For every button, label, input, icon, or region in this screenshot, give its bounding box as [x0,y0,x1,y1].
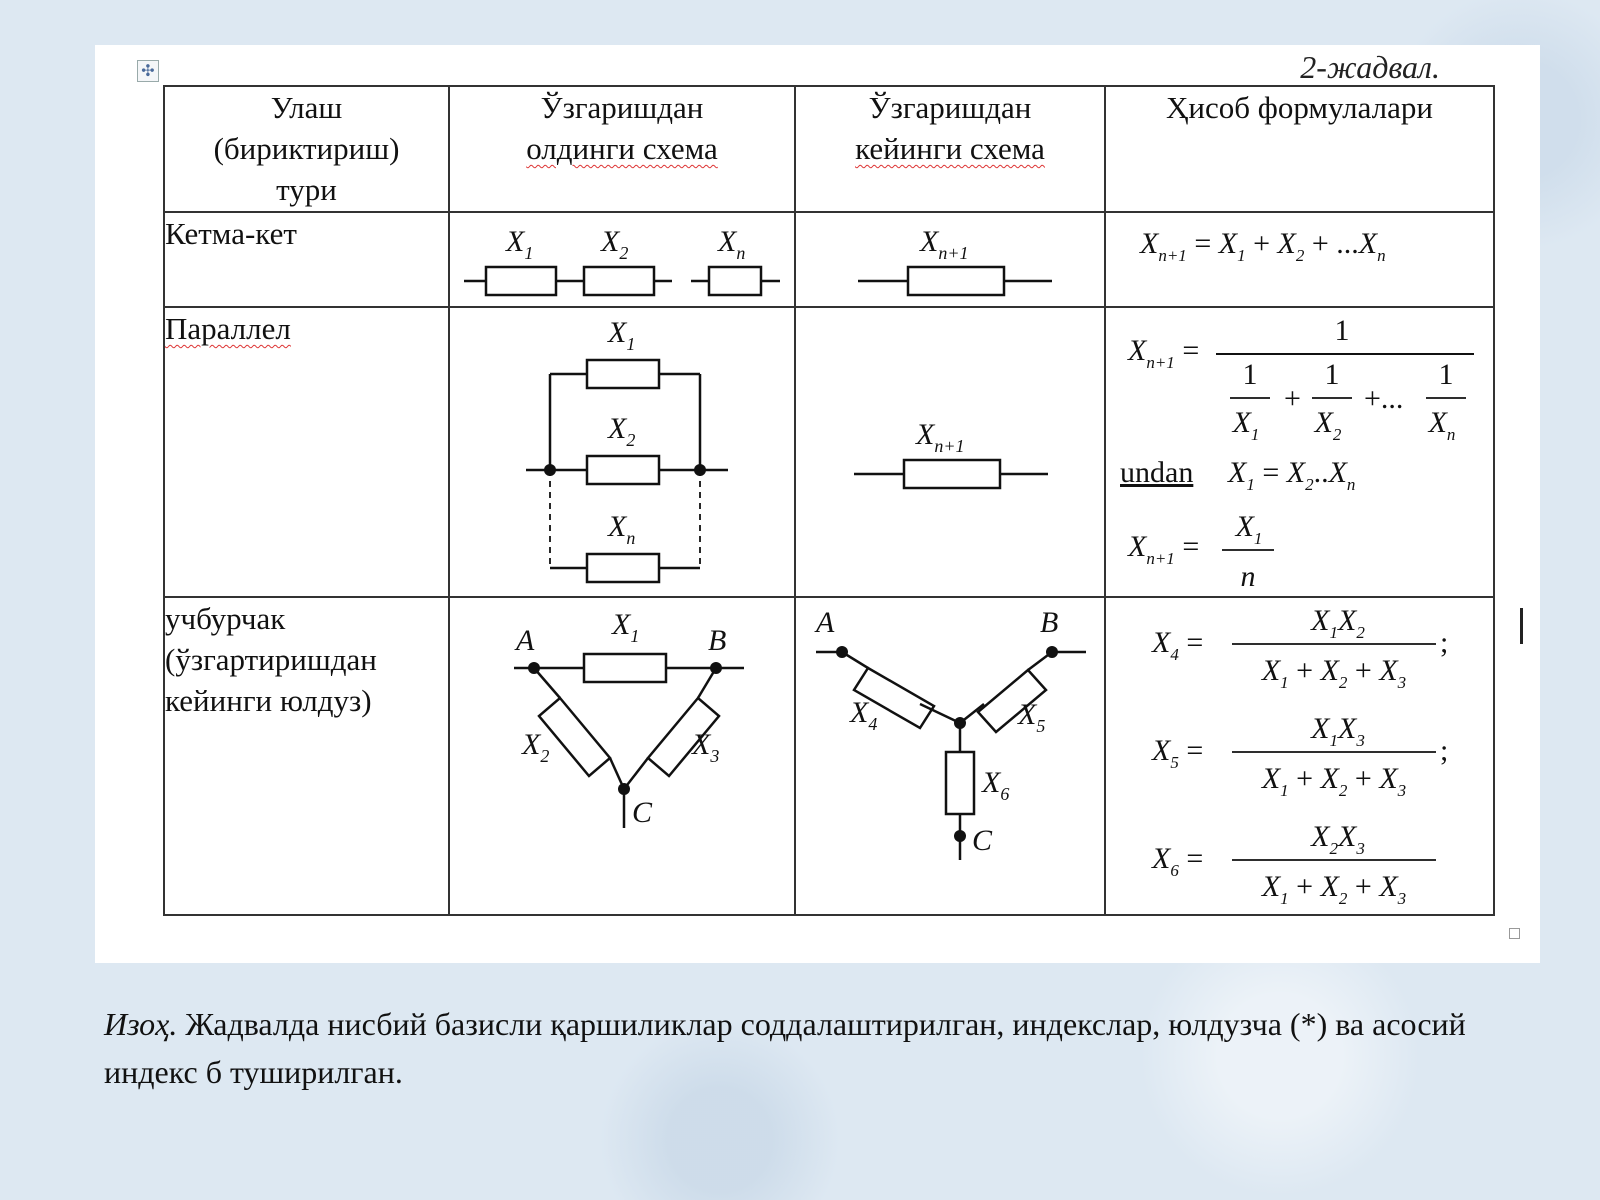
svg-text:X1 = X2..Xn: X1 = X2..Xn [1227,456,1355,494]
row-label-line: Параллел [165,311,291,346]
node-label-c: C [972,824,993,857]
row-label-parallel: Параллел [163,306,450,598]
svg-text:X1 + X2 + X3: X1 + X2 + X3 [1261,870,1406,908]
header-line: Ҳисоб формулалари [1166,90,1433,125]
star-formula-expressions: X4 = X1X2 X1 + X2 + X3 ; X5 = X1X3 X1 + … [1151,604,1448,908]
node-label-b: B [1040,606,1058,639]
parallel-after-diagram: Xn+1 [794,306,1106,598]
header-line: тури [276,172,337,207]
svg-text:X1: X1 [1235,510,1263,548]
svg-text:X2X3: X2X3 [1310,820,1365,858]
header-connection-type: Улаш (бириктириш) тури [163,85,450,213]
header-line: Ўзгаришдан [540,90,704,125]
formula-word-undan: undan [1120,456,1193,489]
table-row: учбурчак (ўзгартиришдан кейинги юлдуз) [163,596,1495,916]
table-move-handle-icon[interactable]: ✣ [137,60,159,82]
row-label-line: Кетма-кет [165,216,297,251]
svg-text:Xn+1 =: Xn+1 = [1127,530,1199,568]
row-label-line: (ўзгартиришдан [165,642,377,677]
svg-text:X1: X1 [505,225,533,263]
svg-text:1: 1 [1243,358,1258,391]
header-line: Ўзгаришдан [868,90,1032,125]
header-line: олдинги схема [526,131,718,166]
header-after-scheme: Ўзгаришдан кейинги схема [794,85,1106,213]
svg-text:X1: X1 [611,608,639,646]
header-line: Улаш [270,90,343,125]
row-label-series: Кетма-кет [163,211,450,308]
table-note: Изоҳ. Жадвалда нисбий базисли қаршиликла… [104,1000,1504,1096]
table-header-row: Улаш (бириктириш) тури Ўзгаришдан олдинг… [163,85,1495,213]
svg-text:X2: X2 [521,728,549,766]
svg-text:X2: X2 [600,225,628,263]
svg-text:+: + [1284,382,1301,415]
parallel-before-diagram: X1 X2 Xn [448,306,796,598]
series-before-diagram: X1 X2 Xn [448,211,796,308]
node-label-c: C [632,796,653,829]
header-before-scheme: Ўзгаришдан олдинги схема [448,85,796,213]
svg-text:Xn+1 =: Xn+1 = [1127,334,1199,372]
note-text: Жадвалда нисбий базисли қаршиликлар содд… [104,1006,1466,1090]
header-formulas: Ҳисоб формулалари [1104,85,1495,213]
svg-text:X4 =: X4 = [1151,626,1203,664]
series-equivalent-diagram: Xn+1 [858,225,1052,297]
node-label-a: A [814,606,835,639]
table-row: Кетма-кет X1 X2 [163,211,1495,308]
svg-text:Xn: Xn [717,225,745,263]
triangle-formulas: X4 = X1X2 X1 + X2 + X3 ; X5 = X1X3 X1 + … [1104,596,1495,916]
parallel-circuit-diagram: X1 X2 Xn [526,316,728,584]
svg-text:Xn+1: Xn+1 [919,225,968,263]
parallel-equivalent-diagram: Xn+1 [854,418,1048,490]
table-caption: 2-жадвал. [1300,49,1440,85]
svg-text:X5: X5 [1017,698,1045,736]
svg-text:X6 =: X6 = [1151,842,1203,880]
svg-text:X1X3: X1X3 [1310,712,1365,750]
svg-text:1: 1 [1439,358,1454,391]
parallel-formula-expression: Xn+1 = 1 1 X1 + 1 X2 +... 1 Xn [1120,314,1474,593]
series-after-diagram: Xn+1 [794,211,1106,308]
connection-table: Улаш (бириктириш) тури Ўзгаришдан олдинг… [163,85,1495,916]
svg-text:;: ; [1440,734,1448,767]
series-circuit-diagram: X1 X2 Xn [464,225,780,297]
svg-text:X1 + X2 + X3: X1 + X2 + X3 [1261,654,1406,692]
table-resize-handle[interactable] [1509,928,1520,939]
svg-text:+...: +... [1364,382,1403,415]
svg-text:Xn+1 = X1 + X2 + ...Xn: Xn+1 = X1 + X2 + ...Xn [1139,227,1386,265]
svg-text:;: ; [1440,626,1448,659]
series-formula: Xn+1 = X1 + X2 + ...Xn [1104,211,1495,308]
svg-text:X6: X6 [981,766,1009,804]
svg-text:Xn: Xn [607,510,635,548]
table-row: Параллел [163,306,1495,598]
svg-text:X1: X1 [607,316,635,354]
parallel-formulas: Xn+1 = 1 1 X1 + 1 X2 +... 1 Xn [1104,306,1495,598]
svg-text:Xn+1: Xn+1 [915,418,964,456]
svg-text:X1: X1 [1232,406,1260,444]
svg-text:X2: X2 [1314,406,1342,444]
svg-text:X5 =: X5 = [1151,734,1203,772]
node-label-a: A [514,624,535,657]
triangle-before-diagram: A B C X1 X2 X3 [448,596,796,916]
svg-text:X1X2: X1X2 [1310,604,1365,642]
svg-text:Xn: Xn [1428,406,1456,444]
row-label-line: кейинги юлдуз) [165,683,372,718]
node-label-b: B [708,624,726,657]
triangle-after-diagram: A B C X4 X5 X6 [794,596,1106,916]
header-line: кейинги схема [855,131,1045,166]
svg-text:X2: X2 [607,412,635,450]
svg-text:X1 + X2 + X3: X1 + X2 + X3 [1261,762,1406,800]
svg-text:X3: X3 [691,728,719,766]
star-circuit-diagram: A B C X4 X5 X6 [814,606,1086,860]
text-cursor [1520,608,1523,644]
header-line: (бириктириш) [213,131,400,166]
svg-text:n: n [1241,560,1256,593]
svg-text:1: 1 [1335,314,1350,347]
row-label-line: учбурчак [165,601,286,636]
note-label: Изоҳ. [104,1006,178,1042]
document-page: ✣ 2-жадвал. Улаш (бириктириш) тури Ўзгар… [95,45,1540,963]
delta-circuit-diagram: A B C X1 X2 X3 [514,608,744,829]
row-label-triangle: учбурчак (ўзгартиришдан кейинги юлдуз) [163,596,450,916]
svg-text:1: 1 [1325,358,1340,391]
series-formula-expression: Xn+1 = X1 + X2 + ...Xn [1139,227,1386,265]
